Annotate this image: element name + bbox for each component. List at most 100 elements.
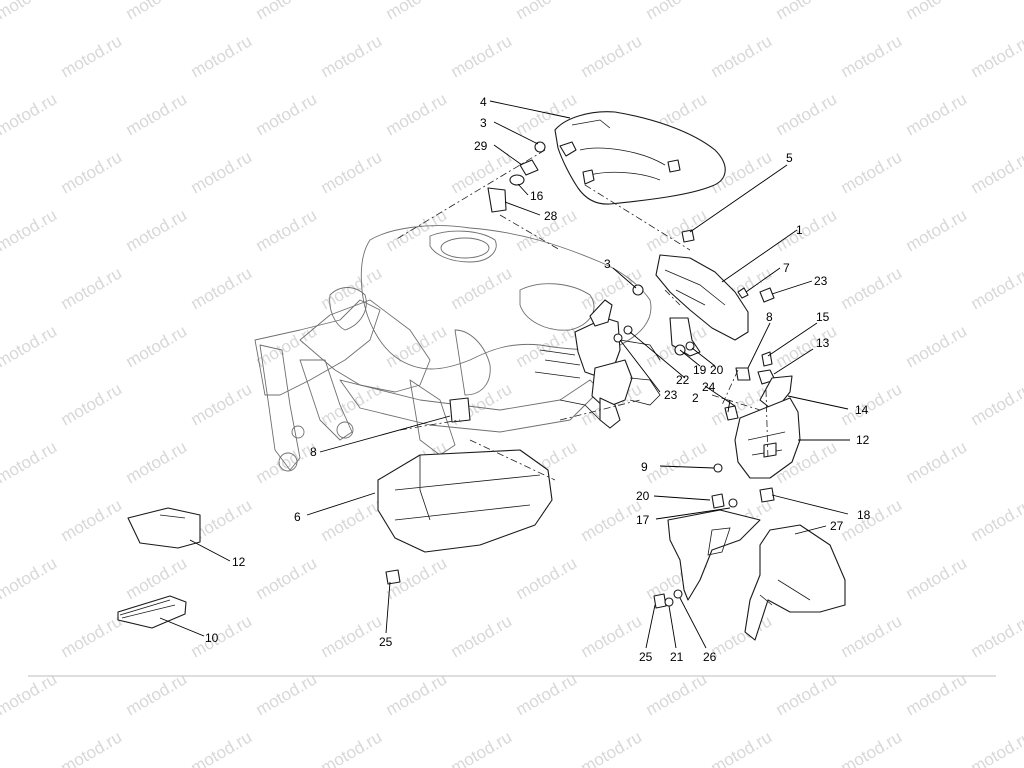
watermark-text: motod.ru (253, 89, 321, 139)
watermark-text: motod.ru (838, 495, 906, 545)
watermark-text: motod.ru (318, 495, 386, 545)
callout-label: 10 (205, 631, 219, 645)
watermark-text: motod.ru (448, 263, 516, 313)
headstock-assembly (534, 299, 661, 429)
watermark-text: motod.ru (0, 669, 60, 719)
watermark-text: motod.ru (58, 31, 126, 81)
watermark-text: motod.ru (383, 89, 451, 139)
assembly-lines (394, 149, 769, 481)
watermark-text: motod.ru (318, 611, 386, 661)
callout-label: 18 (857, 508, 871, 522)
watermark-text: motod.ru (188, 31, 256, 81)
callout-label: 29 (474, 139, 488, 153)
watermark-text: motod.ru (123, 553, 191, 603)
watermark-text: motod.ru (773, 89, 841, 139)
callout-label: 25 (639, 650, 653, 664)
callout-label: 26 (703, 650, 717, 664)
watermark-text: motod.ru (448, 31, 516, 81)
callout-label: 20 (710, 363, 724, 377)
watermark-text: motod.ru (58, 263, 126, 313)
watermark-text: motod.ru (773, 0, 841, 23)
callout-label: 23 (664, 388, 678, 402)
callout-label: 20 (636, 489, 650, 503)
callout-label: 27 (830, 519, 844, 533)
watermark-text: motod.ru (903, 89, 971, 139)
watermark-text: motod.ru (188, 147, 256, 197)
watermark-text: motod.ru (838, 263, 906, 313)
watermark-text: motod.ru (123, 89, 191, 139)
callout-label: 13 (816, 336, 830, 350)
callout-label: 28 (544, 209, 558, 223)
watermark-text: motod.ru (773, 669, 841, 719)
watermark-text: motod.ru (513, 553, 581, 603)
watermark-text: motod.ru (513, 669, 581, 719)
callout-label: 25 (379, 635, 393, 649)
watermark-text: motod.ru (903, 205, 971, 255)
watermark-text: motod.ru (773, 205, 841, 255)
watermark-text: motod.ru (838, 727, 906, 768)
callout-label: 8 (310, 445, 317, 459)
watermark-text: motod.ru (968, 727, 1024, 768)
watermark-text: motod.ru (578, 495, 646, 545)
part-5-upper-cover (554, 111, 726, 205)
watermark-text: motod.ru (58, 147, 126, 197)
callout-label: 22 (676, 373, 690, 387)
callout-label: 6 (294, 510, 301, 524)
callout-label: 2 (692, 391, 699, 405)
callout-label: 9 (641, 460, 648, 474)
callout-label: 19 (693, 363, 707, 377)
watermark-text: motod.ru (0, 0, 60, 23)
callout-label: 4 (480, 95, 487, 109)
watermark-text: motod.ru (838, 379, 906, 429)
watermark-text: motod.ru (318, 727, 386, 768)
watermark-text: motod.ru (513, 0, 581, 23)
watermark-text: motod.ru (58, 495, 126, 545)
callout-label: 16 (530, 189, 544, 203)
watermark-text: motod.ru (903, 437, 971, 487)
watermark-text: motod.ru (903, 0, 971, 23)
watermark-text: motod.ru (318, 31, 386, 81)
watermark-text: motod.ru (643, 669, 711, 719)
watermark-text: motod.ru (0, 437, 60, 487)
part-10-booklet (117, 595, 187, 629)
watermark-text: motod.ru (58, 611, 126, 661)
watermark-text: motod.ru (123, 205, 191, 255)
watermark-text: motod.ru (318, 379, 386, 429)
watermark-text: motod.ru (188, 611, 256, 661)
watermark-text: motod.ru (58, 727, 126, 768)
watermark-text: motod.ru (253, 0, 321, 23)
watermark-text: motod.ru (123, 0, 191, 23)
watermark-text: motod.ru (643, 205, 711, 255)
watermark-text: motod.ru (188, 379, 256, 429)
watermark-text: motod.ru (838, 31, 906, 81)
watermark-text: motod.ru (903, 553, 971, 603)
watermark-text: motod.ru (253, 669, 321, 719)
watermark-text: motod.ru (643, 437, 711, 487)
watermark-text: motod.ru (968, 147, 1024, 197)
watermark-text: motod.ru (968, 495, 1024, 545)
callout-labels: 4 3 29 16 28 5 1 3 7 23 8 15 13 14 12 24… (205, 95, 871, 664)
watermark-text: motod.ru (968, 31, 1024, 81)
part-6-side-panel (377, 449, 553, 553)
watermark-text: motod.ru (578, 31, 646, 81)
callout-label: 5 (786, 151, 793, 165)
callout-label: 3 (480, 116, 487, 130)
callout-label: 7 (783, 261, 790, 275)
watermark-text: motod.ru (708, 727, 776, 768)
watermark-text: motod.ru (318, 147, 386, 197)
callout-label: 14 (855, 403, 869, 417)
callout-label: 21 (670, 650, 684, 664)
callout-label: 23 (814, 274, 828, 288)
callout-label: 12 (856, 433, 870, 447)
watermark-text: motod.ru (123, 437, 191, 487)
watermark-text: motod.ru (968, 611, 1024, 661)
part-27-fender (744, 524, 846, 641)
watermark-text: motod.ru (188, 263, 256, 313)
callout-label: 3 (604, 257, 611, 271)
watermark-text: motod.ru (708, 611, 776, 661)
watermark-text: motod.ru (0, 205, 60, 255)
watermark-text: motod.ru (253, 205, 321, 255)
watermark-text: motod.ru (383, 321, 451, 371)
